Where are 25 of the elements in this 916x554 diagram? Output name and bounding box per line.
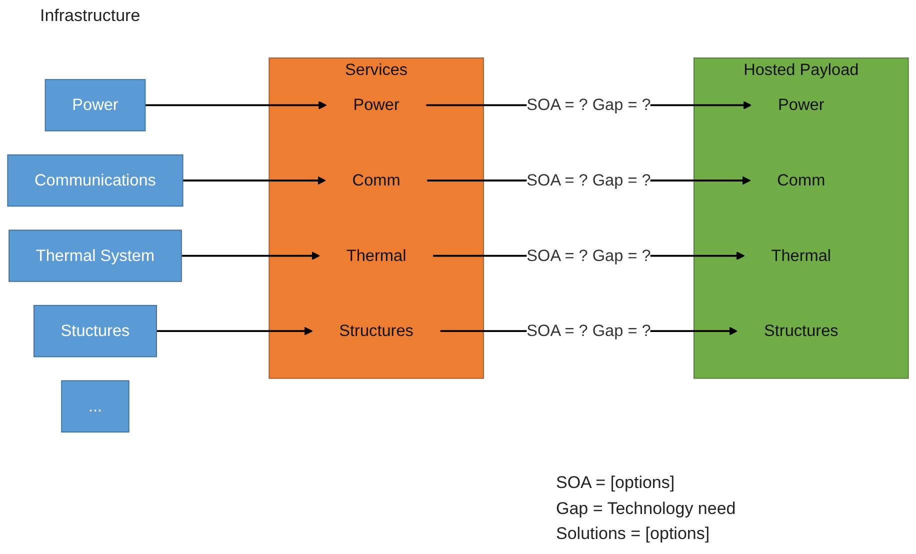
node-text: Power xyxy=(353,96,400,114)
node-text: Structures xyxy=(339,322,414,340)
edge-label: SOA = ? Gap = ? xyxy=(526,246,651,265)
arrow xyxy=(182,176,326,185)
note-text: Gap = Technology need xyxy=(556,498,736,520)
node-text: Power xyxy=(778,96,824,114)
node-text: Thermal xyxy=(346,246,406,265)
node-text: Thermal xyxy=(771,246,832,265)
node-box: Communications xyxy=(7,154,184,207)
node-text: Structures xyxy=(764,322,838,340)
node-text: Comm xyxy=(352,171,400,190)
node-box: Stuctures xyxy=(33,304,158,358)
node-text: Comm xyxy=(777,171,826,190)
edge-label: SOA = ? Gap = ? xyxy=(526,322,651,340)
node-box: Thermal System xyxy=(8,230,182,282)
arrow xyxy=(181,252,320,260)
node-box: ... xyxy=(61,380,130,432)
node-box: Power xyxy=(44,79,146,132)
edge-label: SOA = ? Gap = ? xyxy=(526,96,651,114)
note-text: Solutions = [options] xyxy=(556,523,711,545)
column-heading: Infrastructure xyxy=(40,6,140,26)
note-text: SOA = [options] xyxy=(556,472,676,494)
arrow xyxy=(156,326,313,336)
arrow xyxy=(145,101,327,110)
edge-label: SOA = ? Gap = ? xyxy=(526,171,651,190)
